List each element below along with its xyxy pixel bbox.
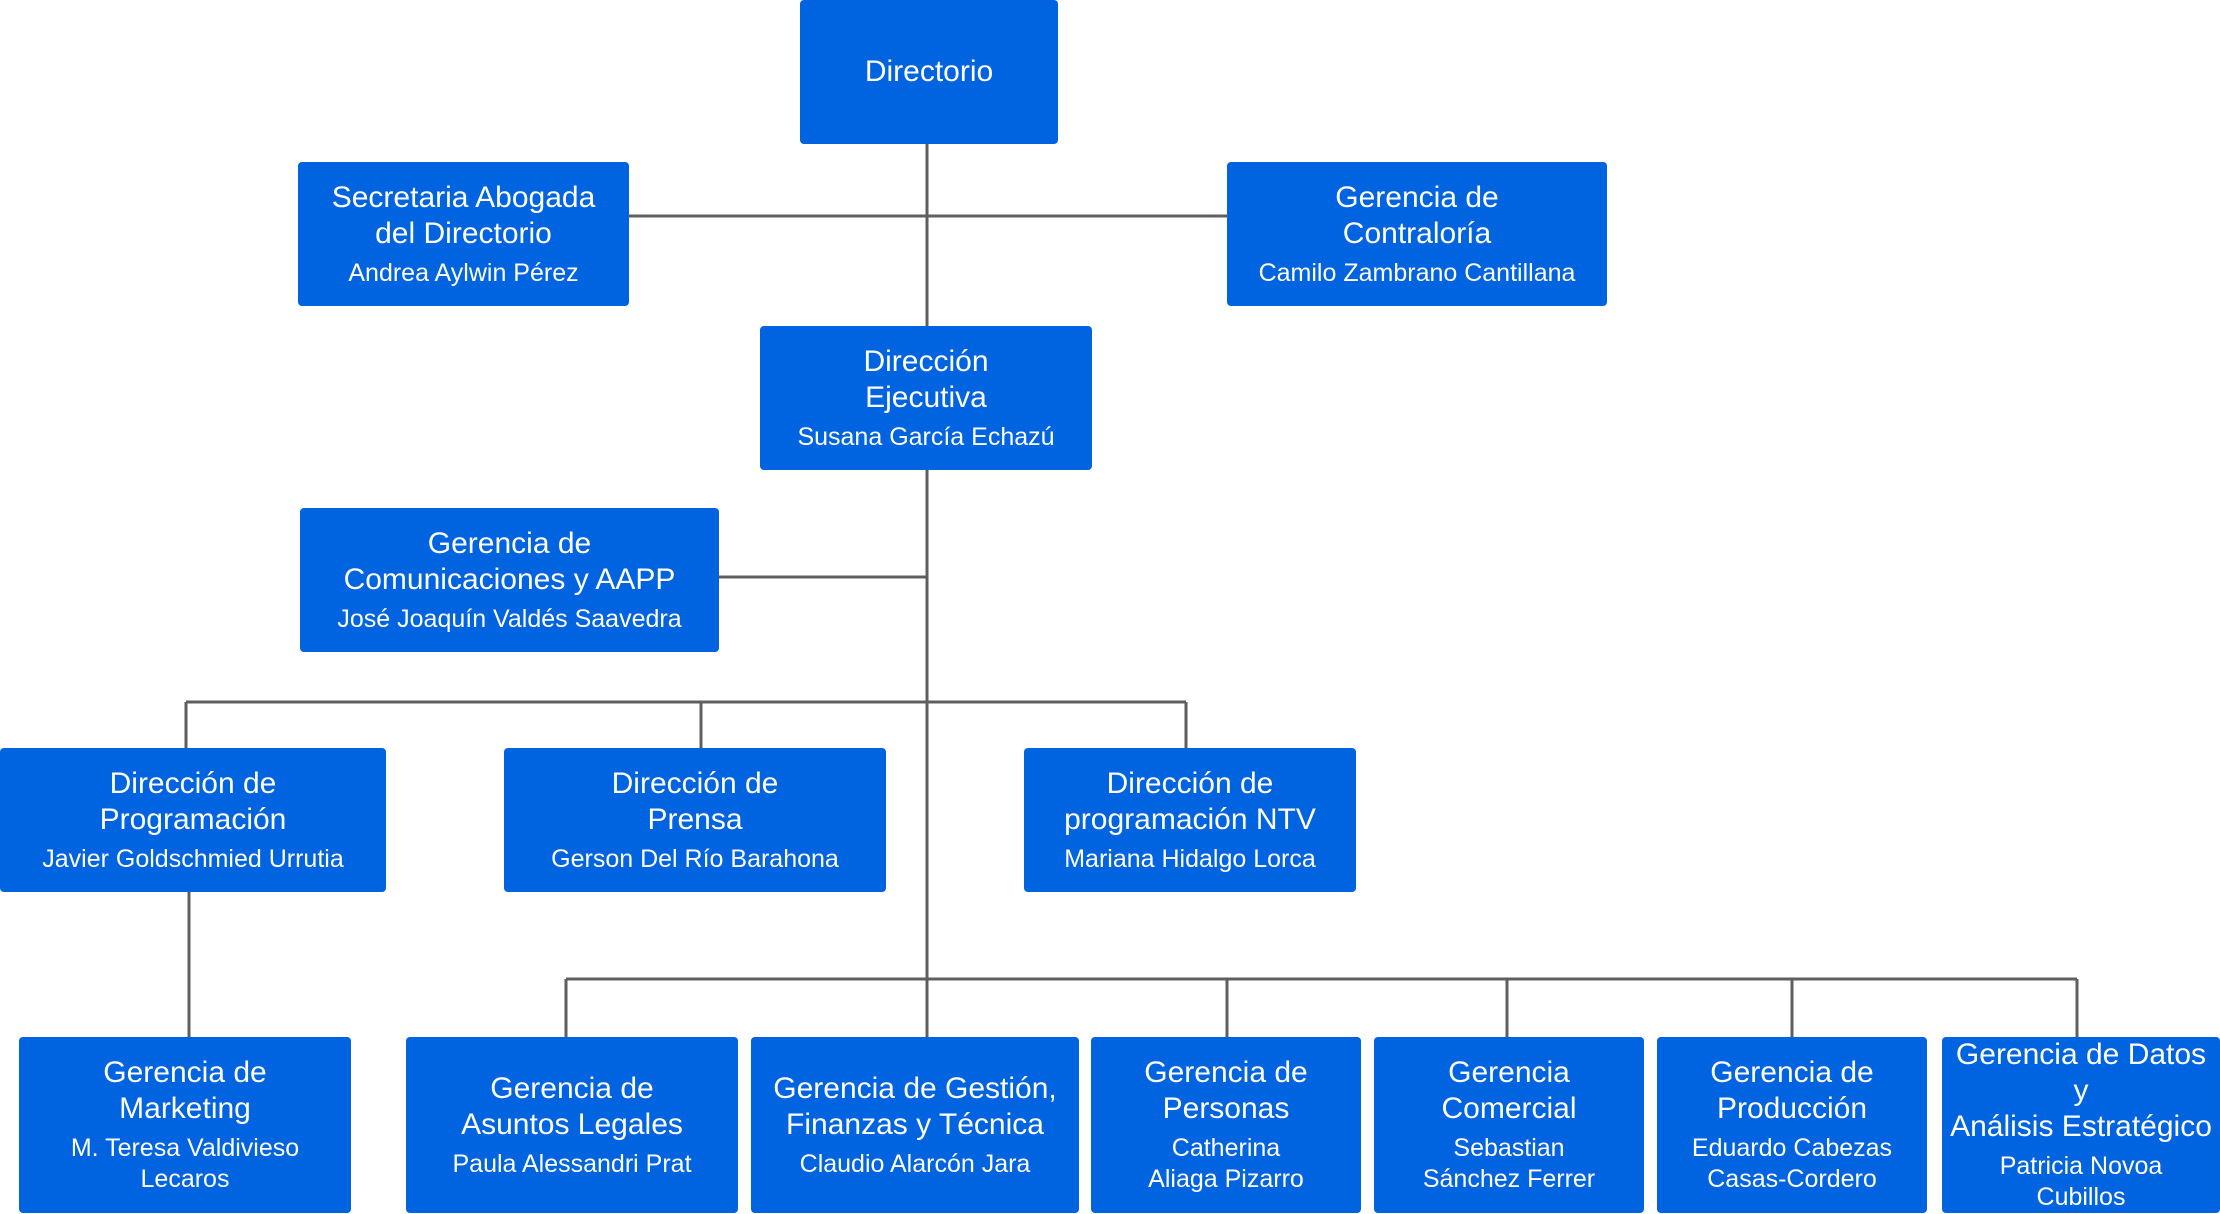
node-gerencia-personas: Gerencia de Personas Catherina Aliaga Pi… (1091, 1037, 1361, 1213)
node-person: Catherina Aliaga Pizarro (1148, 1134, 1304, 1193)
node-title: Gerencia de Personas (1144, 1056, 1308, 1125)
node-title: Directorio (864, 55, 994, 88)
node-title: Gerencia de Comunicaciones y AAPP (343, 526, 676, 596)
node-title: Secretaria Abogada del Directorio (331, 180, 596, 250)
node-person: Camilo Zambrano Cantillana (1258, 258, 1576, 287)
node-person: Javier Goldschmied Urrutia (42, 844, 344, 873)
node-gerencia-datos-analisis: Gerencia de Datos y Análisis Estratégico… (1942, 1037, 2220, 1213)
node-title: Dirección de Prensa (611, 766, 779, 836)
node-direccion-programacion-ntv: Dirección de programación NTV Mariana Hi… (1024, 748, 1356, 892)
node-title: Gerencia de Asuntos Legales (461, 1071, 683, 1141)
node-person: Gerson Del Río Barahona (551, 844, 839, 873)
node-gerencia-comunicaciones: Gerencia de Comunicaciones y AAPP José J… (300, 508, 719, 652)
node-person: Patricia Novoa Cubillos (1999, 1152, 2163, 1211)
node-secretaria-abogada: Secretaria Abogada del Directorio Andrea… (298, 162, 629, 306)
node-gerencia-gestion-finanzas: Gerencia de Gestión, Finanzas y Técnica … (751, 1037, 1079, 1213)
node-person: Eduardo Cabezas Casas-Cordero (1691, 1134, 1893, 1193)
node-title: Gerencia de Gestión, Finanzas y Técnica (773, 1071, 1057, 1141)
node-gerencia-comercial: Gerencia Comercial Sebastian Sánchez Fer… (1374, 1037, 1644, 1213)
node-directorio: Directorio (800, 0, 1058, 144)
node-person: Paula Alessandri Prat (452, 1149, 692, 1178)
node-person: Mariana Hidalgo Lorca (1064, 844, 1316, 873)
node-person: M. Teresa Valdivieso Lecaros (70, 1134, 300, 1193)
node-person: Sebastian Sánchez Ferrer (1422, 1134, 1596, 1193)
node-person: Andrea Aylwin Pérez (348, 258, 579, 287)
node-title: Gerencia de Contraloría (1335, 180, 1499, 250)
node-gerencia-produccion: Gerencia de Producción Eduardo Cabezas C… (1657, 1037, 1927, 1213)
node-title: Gerencia de Marketing (103, 1056, 267, 1125)
node-gerencia-contraloria: Gerencia de Contraloría Camilo Zambrano … (1227, 162, 1607, 306)
node-title: Dirección de programación NTV (1064, 766, 1316, 836)
node-title: Dirección de Programación (99, 766, 287, 836)
node-title: Gerencia de Producción (1710, 1056, 1874, 1125)
node-gerencia-asuntos-legales: Gerencia de Asuntos Legales Paula Alessa… (406, 1037, 738, 1213)
node-direccion-prensa: Dirección de Prensa Gerson Del Río Barah… (504, 748, 886, 892)
node-title: Dirección Ejecutiva (863, 344, 989, 414)
node-direccion-programacion: Dirección de Programación Javier Goldsch… (0, 748, 386, 892)
node-person: José Joaquín Valdés Saavedra (337, 604, 682, 633)
node-person: Susana García Echazú (797, 422, 1055, 451)
node-direccion-ejecutiva: Dirección Ejecutiva Susana García Echazú (760, 326, 1092, 470)
node-title: Gerencia Comercial (1441, 1056, 1577, 1125)
node-title: Gerencia de Datos y Análisis Estratégico (1950, 1038, 2212, 1143)
node-person: Claudio Alarcón Jara (799, 1149, 1031, 1178)
node-gerencia-marketing: Gerencia de Marketing M. Teresa Valdivie… (19, 1037, 351, 1213)
